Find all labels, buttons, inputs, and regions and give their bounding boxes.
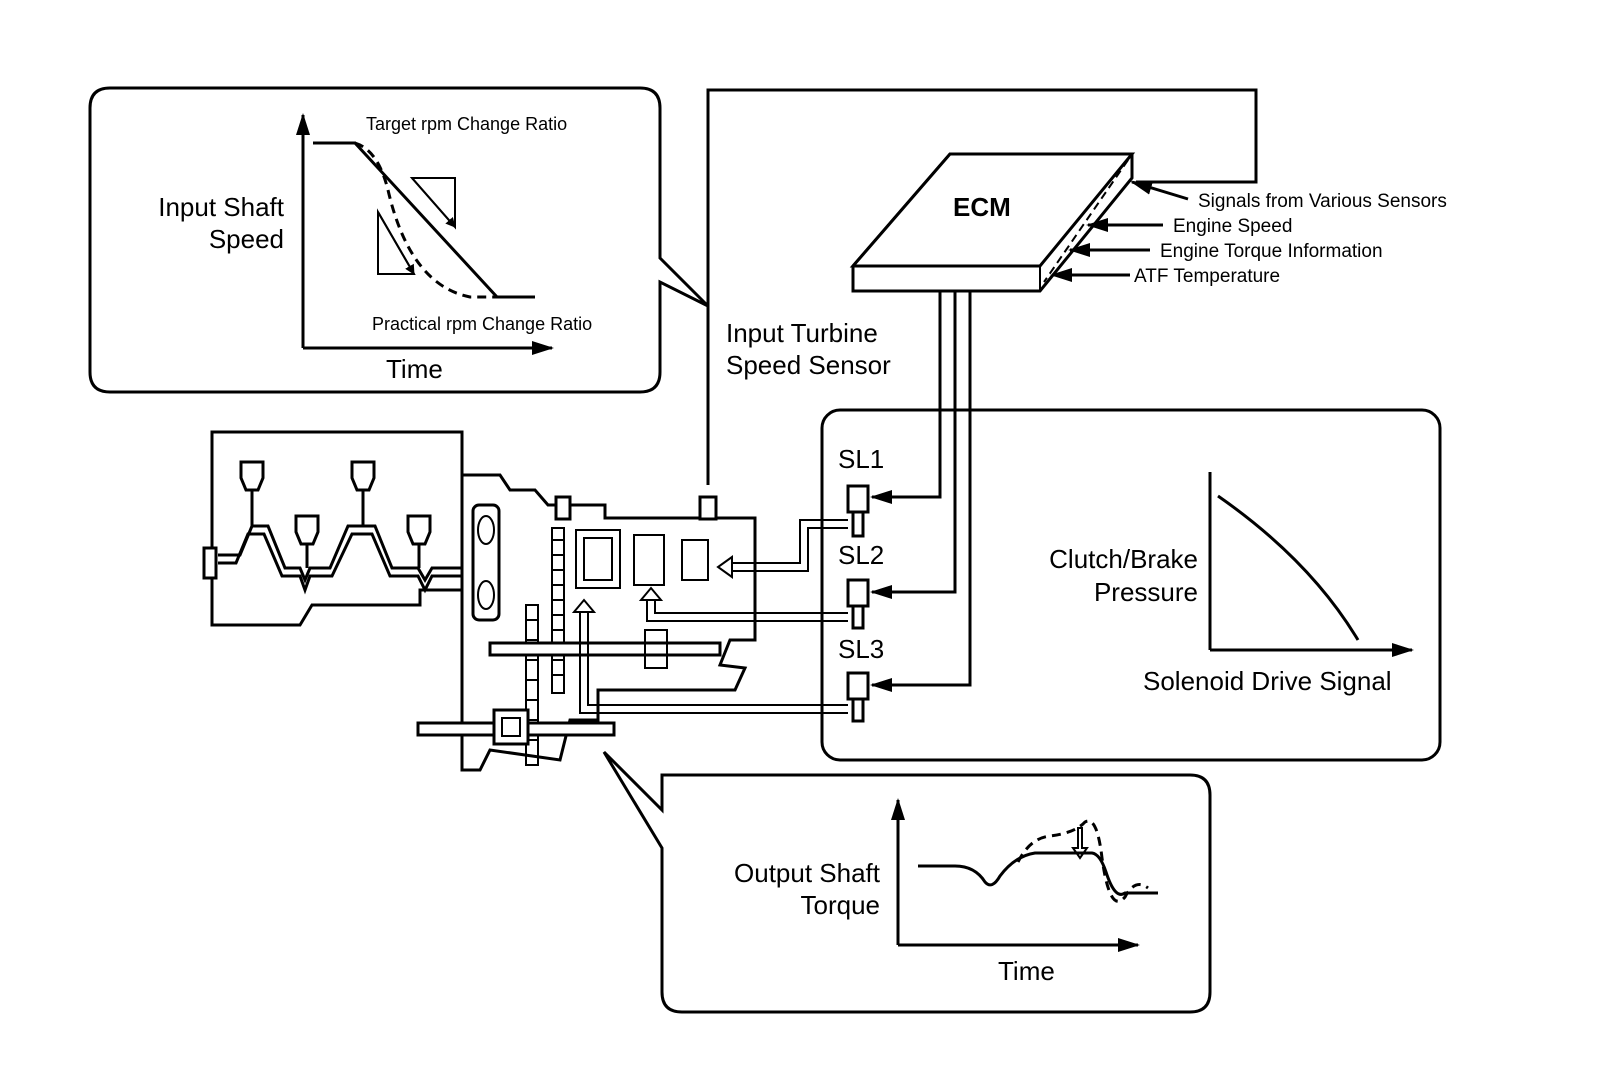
ecm-input-signals: Signals from Various Sensors: [1198, 191, 1447, 212]
input-shaft-speed-panel: Input Shaft Speed Time Target rpm Change…: [88, 86, 710, 394]
sl1-label: SL1: [838, 444, 884, 474]
clutch-brake-label-1: Clutch/Brake: [1049, 544, 1198, 574]
output-torque-panel: Output Shaft Torque Time: [602, 750, 1212, 1014]
ecm-module: ECM Signals from Various Sensors Engine …: [849, 152, 1447, 293]
solenoid-group: SL1 SL2 SL3: [838, 291, 972, 723]
pressure-panel: Clutch/Brake Pressure Solenoid Drive Sig…: [820, 408, 1442, 762]
ecm-input-atf-temp: ATF Temperature: [1134, 266, 1280, 287]
target-rpm-label: Target rpm Change Ratio: [366, 114, 567, 134]
ecm-label: ECM: [953, 192, 1011, 222]
sl2-label: SL2: [838, 540, 884, 570]
sensor-label-1: Input Turbine: [726, 318, 878, 348]
ecm-input-engine-torque: Engine Torque Information: [1160, 241, 1383, 262]
time-label-top: Time: [386, 354, 443, 384]
practical-rpm-label: Practical rpm Change Ratio: [372, 314, 592, 334]
input-turbine-speed-sensor: [698, 495, 718, 521]
sl1-drive-wire: [870, 291, 942, 504]
input-shaft-speed-label-2: Speed: [209, 224, 284, 254]
sl3-drive-wire: [870, 291, 972, 692]
sl3-label: SL3: [838, 634, 884, 664]
pressure-curve: [1217, 494, 1360, 641]
sl2-solenoid: [846, 578, 870, 608]
time-label-bottom: Time: [998, 956, 1055, 986]
transmission-schematic: [202, 430, 848, 772]
practical-rpm-curve: [354, 141, 505, 299]
torque-curve-uncontrolled: [1016, 819, 1149, 903]
input-shaft-speed-label-1: Input Shaft: [158, 192, 285, 222]
output-torque-label-1: Output Shaft: [734, 858, 881, 888]
sl2-drive-wire: [870, 291, 957, 599]
solenoid-drive-label: Solenoid Drive Signal: [1143, 666, 1392, 696]
sl1-solenoid: [846, 484, 870, 514]
sensor-signal-wire: [706, 88, 1258, 485]
output-torque-label-2: Torque: [801, 890, 881, 920]
sl3-solenoid: [846, 671, 870, 701]
target-rpm-curve: [313, 141, 535, 299]
sensor-label-2: Speed Sensor: [726, 350, 891, 380]
ecm-input-engine-speed: Engine Speed: [1173, 216, 1292, 237]
clutch-brake-label-2: Pressure: [1094, 577, 1198, 607]
